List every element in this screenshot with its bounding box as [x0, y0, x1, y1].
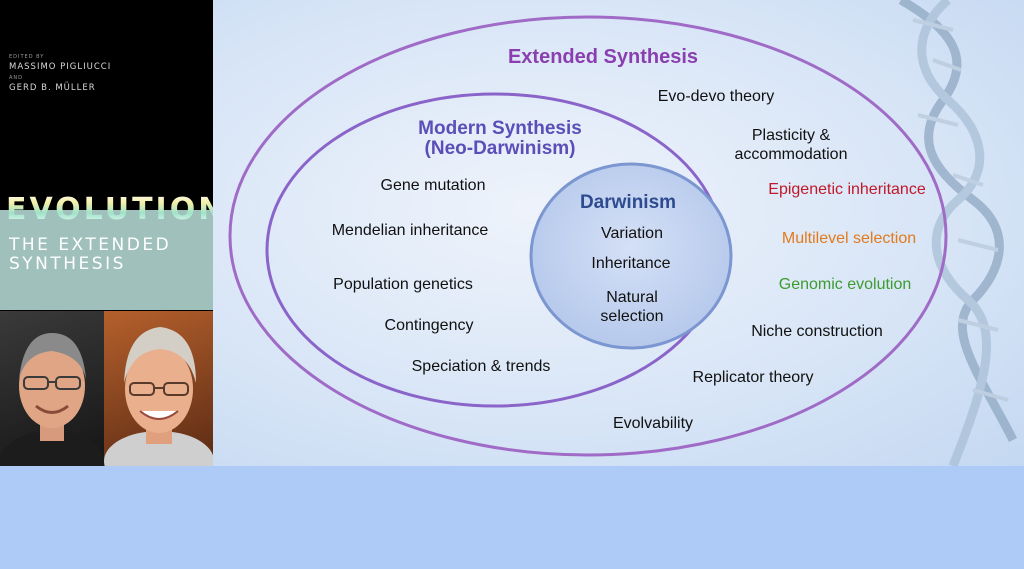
editors-block: EDITED BY MASSIMO PIGLIUCCI AND GERD B. …	[9, 54, 111, 96]
ext-item-evo-devo: Evo-devo theory	[657, 88, 775, 105]
darwinism-heading: Darwinism	[579, 192, 677, 213]
darwinism-item-selection: selection	[600, 308, 664, 325]
extended-synthesis-heading: Extended Synthesis	[507, 46, 699, 68]
modern-item-gene-mutation: Gene mutation	[380, 177, 486, 194]
author-photo-left	[0, 311, 104, 466]
book-subtitle-line1: THE EXTENDED	[9, 235, 172, 255]
ext-item-multilevel: Multilevel selection	[781, 230, 917, 247]
extended-synthesis-ellipse	[228, 15, 948, 457]
book-subtitle: THE EXTENDED SYNTHESIS	[9, 236, 171, 274]
ext-item-plasticity: Plasticity &	[751, 127, 831, 144]
modern-item-contingency: Contingency	[384, 317, 474, 334]
book-cover: EDITED BY MASSIMO PIGLIUCCI AND GERD B. …	[0, 0, 213, 466]
bottom-background-band	[0, 466, 1024, 569]
ext-item-accommodation: accommodation	[734, 146, 848, 163]
darwinism-circle	[529, 162, 733, 350]
synthesis-diagram: Extended Synthesis Evo-devo theory Plast…	[213, 0, 1024, 466]
ext-item-evolvability: Evolvability	[612, 415, 694, 432]
modern-item-population: Population genetics	[333, 276, 473, 293]
modern-synthesis-heading-line2: (Neo-Darwinism)	[424, 138, 576, 159]
author-photo-right	[104, 311, 213, 466]
and-label: AND	[9, 75, 24, 81]
ext-item-replicator: Replicator theory	[692, 369, 814, 386]
modern-item-speciation: Speciation & trends	[411, 358, 551, 375]
darwinism-item-inheritance: Inheritance	[591, 255, 671, 272]
ext-item-niche: Niche construction	[751, 323, 883, 340]
diagram-graphics	[228, 0, 1018, 466]
editor-name-1: MASSIMO PIGLIUCCI	[9, 62, 112, 72]
title-band	[0, 210, 213, 310]
edited-by-label: EDITED BY	[9, 54, 45, 60]
modern-synthesis-heading-line1: Modern Synthesis	[418, 118, 582, 139]
ext-item-genomic: Genomic evolution	[778, 276, 912, 293]
modern-synthesis-heading: Modern Synthesis (Neo-Darwinism)	[418, 119, 582, 159]
modern-item-mendelian: Mendelian inheritance	[331, 222, 489, 239]
author-photos	[0, 311, 213, 466]
darwinism-item-natural: Natural	[606, 289, 658, 306]
dna-helix-icon	[898, 0, 1018, 466]
darwinism-item-variation: Variation	[601, 225, 663, 242]
book-title: EVOLUTION	[6, 192, 213, 227]
book-subtitle-line2: SYNTHESIS	[9, 254, 126, 274]
ext-item-epigenetic: Epigenetic inheritance	[768, 181, 926, 198]
editor-name-2: GERD B. MÜLLER	[9, 83, 96, 93]
